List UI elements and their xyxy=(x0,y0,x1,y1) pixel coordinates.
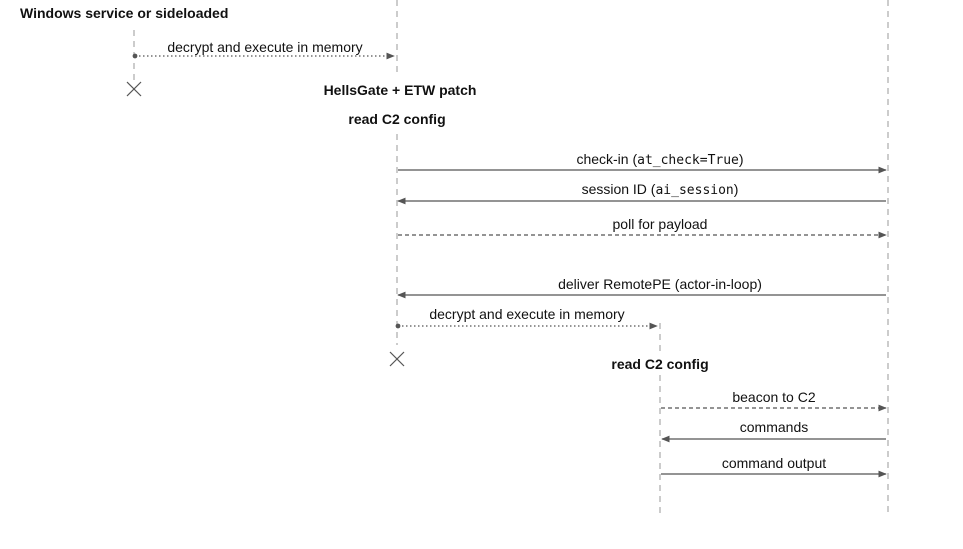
message-decrypt-execute-2-label: decrypt and execute in memory xyxy=(429,306,624,322)
message-deliver-remotepe-label: deliver RemotePE (actor-in-loop) xyxy=(558,276,762,292)
termination-x-icon xyxy=(389,351,405,367)
message-command-output-label: command output xyxy=(722,455,826,471)
message-commands-label: commands xyxy=(740,419,808,435)
message-session-id-label: session ID (ai_session) xyxy=(582,181,739,198)
termination-x-icon xyxy=(126,81,142,97)
message-beacon-label: beacon to C2 xyxy=(732,389,815,405)
note-sideloaded: Windows service or sideloaded xyxy=(20,5,228,21)
note-read-c2-config-1: read C2 config xyxy=(348,111,445,127)
message-poll-payload-label: poll for payload xyxy=(613,216,708,232)
message-check-in-label: check-in (at_check=True) xyxy=(576,151,743,168)
message-decrypt-execute-1-label: decrypt and execute in memory xyxy=(167,39,362,55)
note-read-c2-config-2: read C2 config xyxy=(611,356,708,372)
note-hellsgate-etw: HellsGate + ETW patch xyxy=(324,82,477,98)
